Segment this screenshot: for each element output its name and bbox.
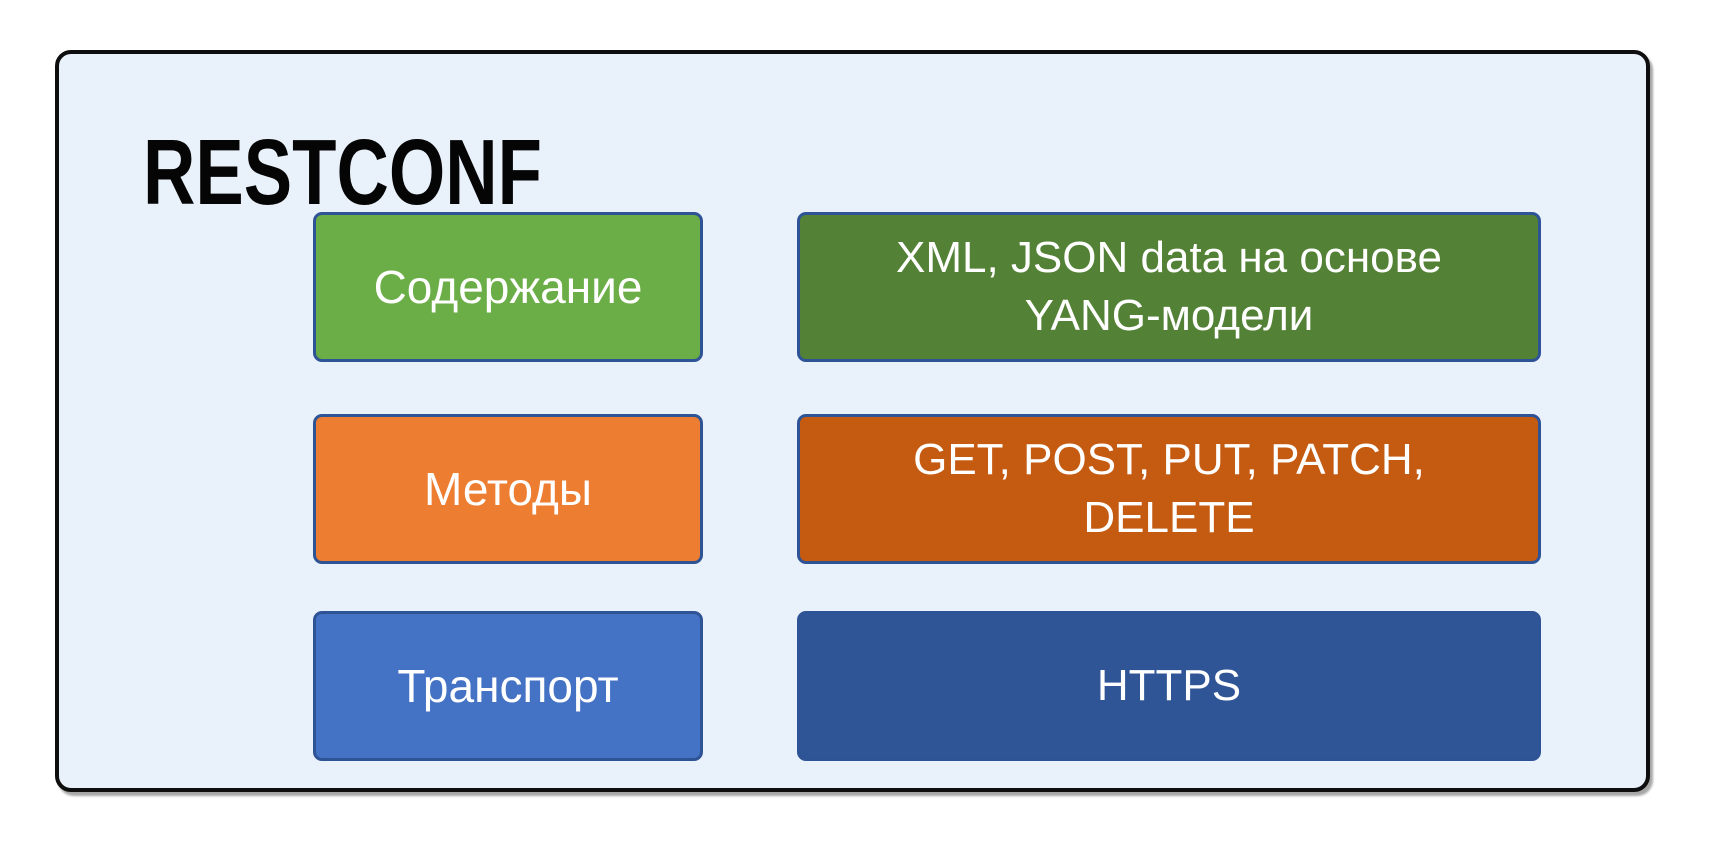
diagram-title: RESTCONF [143,120,542,224]
content-layer-row: Содержание XML, JSON data на основе YANG… [0,212,1734,362]
content-layer-value-box: XML, JSON data на основе YANG-модели [797,212,1541,362]
methods-layer-row: Методы GET, POST, PUT, PATCH, DELETE [0,414,1734,564]
transport-layer-value-box: HTTPS [797,611,1541,761]
methods-layer-value-box: GET, POST, PUT, PATCH, DELETE [797,414,1541,564]
content-layer-label-box: Содержание [313,212,703,362]
transport-layer-row: Транспорт HTTPS [0,611,1734,761]
methods-layer-label-box: Методы [313,414,703,564]
transport-layer-label-box: Транспорт [313,611,703,761]
